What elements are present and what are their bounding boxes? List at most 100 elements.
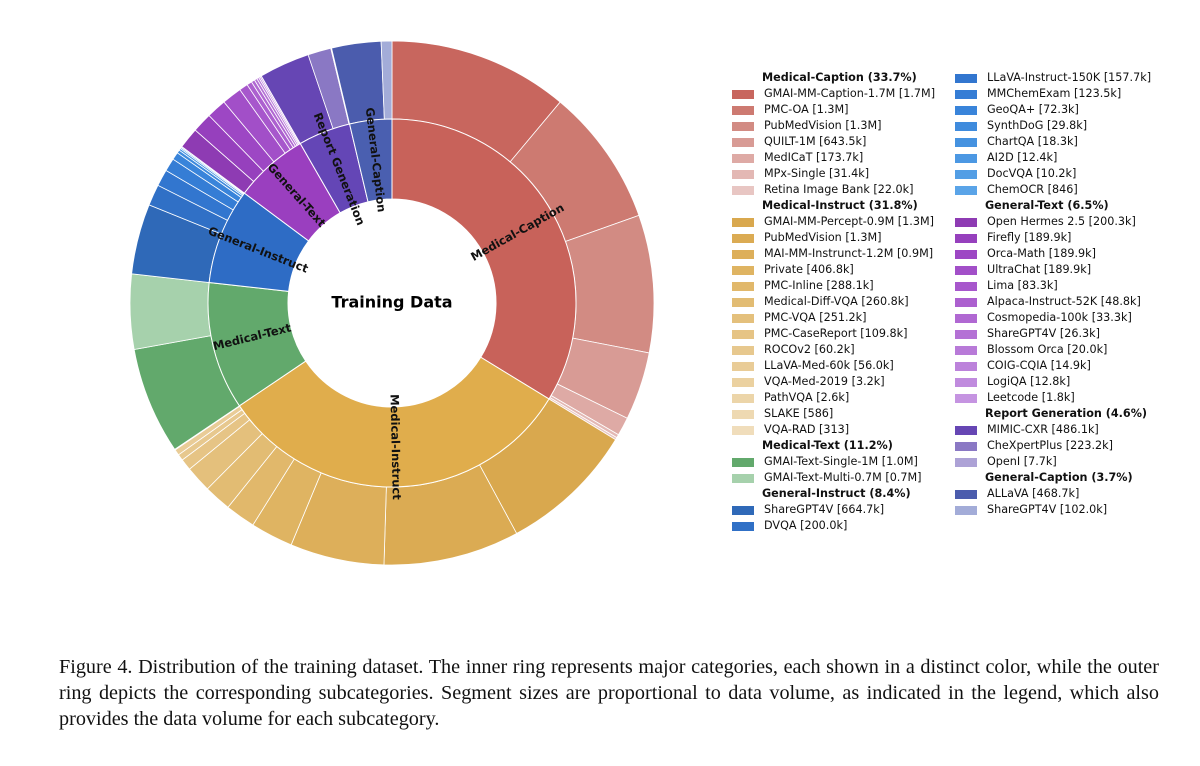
legend-swatch <box>955 73 977 83</box>
legend-item-medical-instruct: VQA-Med-2019 [3.2k] <box>732 374 935 390</box>
legend-item-label: ShareGPT4V [102.0k] <box>987 503 1108 516</box>
legend-item-label: ALLaVA [468.7k] <box>987 487 1080 500</box>
legend-item-general-instruct: MMChemExam [123.5k] <box>955 86 1151 102</box>
legend-item-medical-caption: MPx-Single [31.4k] <box>732 166 935 182</box>
legend-item-label: Open Hermes 2.5 [200.3k] <box>987 215 1136 228</box>
legend-swatch <box>732 281 754 291</box>
legend-item-report-generation: OpenI [7.7k] <box>955 454 1151 470</box>
legend-item-general-text: Orca-Math [189.9k] <box>955 246 1151 262</box>
legend-item-label: Cosmopedia-100k [33.3k] <box>987 311 1132 324</box>
legend-right-column: LLaVA-Instruct-150K [157.7k] MMChemExam [… <box>955 70 1151 518</box>
legend-item-general-instruct: GeoQA+ [72.3k] <box>955 102 1151 118</box>
legend-item-general-caption: ALLaVA [468.7k] <box>955 486 1151 502</box>
legend-item-label: PMC-CaseReport [109.8k] <box>764 327 908 340</box>
legend-item-medical-instruct: PMC-VQA [251.2k] <box>732 310 935 326</box>
legend-item-label: COIG-CQIA [14.9k] <box>987 359 1091 372</box>
legend-item-label: GMAI-Text-Single-1M [1.0M] <box>764 455 918 468</box>
legend-header-label: Medical-Instruct (31.8%) <box>762 199 918 212</box>
legend-swatch <box>955 121 977 131</box>
legend-header-label: General-Caption (3.7%) <box>985 471 1133 484</box>
legend-item-general-text: COIG-CQIA [14.9k] <box>955 358 1151 374</box>
legend-swatch <box>955 505 977 515</box>
legend-swatch <box>732 361 754 371</box>
legend-item-label: QUILT-1M [643.5k] <box>764 135 867 148</box>
category-label-medical-instruct: Medical-Instruct <box>388 394 404 500</box>
legend-header-label: General-Instruct (8.4%) <box>762 487 911 500</box>
legend-swatch <box>732 137 754 147</box>
legend-item-general-text: Firefly [189.9k] <box>955 230 1151 246</box>
legend-item-medical-instruct: Medical-Diff-VQA [260.8k] <box>732 294 935 310</box>
legend-item-label: CheXpertPlus [223.2k] <box>987 439 1113 452</box>
legend-item-label: PathVQA [2.6k] <box>764 391 850 404</box>
legend-item-label: ChartQA [18.3k] <box>987 135 1078 148</box>
legend-item-label: MAI-MM-Instrunct-1.2M [0.9M] <box>764 247 934 260</box>
legend-item-general-text: LogiQA [12.8k] <box>955 374 1151 390</box>
inner-segment-medical-instruct <box>238 356 550 488</box>
sunburst-chart: Medical-CaptionMedical-InstructMedical-T… <box>129 40 655 566</box>
legend-header-medical-instruct: Medical-Instruct (31.8%) <box>732 198 935 214</box>
legend-swatch <box>732 105 754 115</box>
legend-swatch <box>732 329 754 339</box>
legend-swatch <box>955 345 977 355</box>
inner-ring <box>207 118 577 488</box>
legend-item-label: Alpaca-Instruct-52K [48.8k] <box>987 295 1141 308</box>
legend-item-label: Firefly [189.9k] <box>987 231 1072 244</box>
legend-item-label: DVQA [200.0k] <box>764 519 848 532</box>
legend-item-medical-instruct: VQA-RAD [313] <box>732 422 935 438</box>
legend-item-label: Orca-Math [189.9k] <box>987 247 1096 260</box>
legend-item-medical-text: GMAI-Text-Single-1M [1.0M] <box>732 454 935 470</box>
legend-item-report-generation: MIMIC-CXR [486.1k] <box>955 422 1151 438</box>
legend-item-label: LLaVA-Med-60k [56.0k] <box>764 359 894 372</box>
legend-header-medical-caption: Medical-Caption (33.7%) <box>732 70 935 86</box>
inner-segment-medical-caption <box>391 118 577 400</box>
legend-item-medical-instruct: PubMedVision [1.3M] <box>732 230 935 246</box>
legend-swatch <box>955 185 977 195</box>
legend-swatch <box>732 521 754 531</box>
legend-item-label: Retina Image Bank [22.0k] <box>764 183 914 196</box>
legend-item-medical-instruct: MAI-MM-Instrunct-1.2M [0.9M] <box>732 246 935 262</box>
legend-swatch <box>732 185 754 195</box>
legend-item-label: MIMIC-CXR [486.1k] <box>987 423 1099 436</box>
legend-swatch <box>955 393 977 403</box>
legend-item-medical-instruct: PathVQA [2.6k] <box>732 390 935 406</box>
legend-item-label: ShareGPT4V [664.7k] <box>764 503 885 516</box>
legend-item-medical-caption: GMAI-MM-Caption-1.7M [1.7M] <box>732 86 935 102</box>
legend-swatch <box>732 345 754 355</box>
outer-segment-medical-text-2 <box>129 273 212 350</box>
legend-item-general-text: ShareGPT4V [26.3k] <box>955 326 1151 342</box>
legend-swatch <box>732 265 754 275</box>
legend-item-general-text: UltraChat [189.9k] <box>955 262 1151 278</box>
legend-item-label: ChemOCR [846] <box>987 183 1078 196</box>
legend-item-medical-instruct: PMC-CaseReport [109.8k] <box>732 326 935 342</box>
figure-caption: Figure 4. Distribution of the training d… <box>59 656 1159 730</box>
legend-left-column: Medical-Caption (33.7%)GMAI-MM-Caption-1… <box>732 70 935 534</box>
legend-header-label: Medical-Text (11.2%) <box>762 439 893 452</box>
legend-item-label: MMChemExam [123.5k] <box>987 87 1122 100</box>
legend-item-general-text: Alpaca-Instruct-52K [48.8k] <box>955 294 1151 310</box>
legend-item-general-instruct: ChartQA [18.3k] <box>955 134 1151 150</box>
legend-item-general-caption: ShareGPT4V [102.0k] <box>955 502 1151 518</box>
legend-swatch <box>955 489 977 499</box>
legend-item-general-text: Open Hermes 2.5 [200.3k] <box>955 214 1151 230</box>
legend-swatch <box>955 233 977 243</box>
legend-swatch <box>732 217 754 227</box>
legend-swatch <box>955 313 977 323</box>
legend-item-label: LLaVA-Instruct-150K [157.7k] <box>987 71 1152 84</box>
legend-item-medical-instruct: Private [406.8k] <box>732 262 935 278</box>
legend-item-label: Medical-Diff-VQA [260.8k] <box>764 295 909 308</box>
legend-item-general-text: Lima [83.3k] <box>955 278 1151 294</box>
legend-item-label: MedICaT [173.7k] <box>764 151 864 164</box>
inner-segment-general-caption <box>348 118 393 203</box>
legend-item-label: ROCOv2 [60.2k] <box>764 343 855 356</box>
legend-item-label: GMAI-MM-Caption-1.7M [1.7M] <box>764 87 936 100</box>
legend-swatch <box>732 313 754 323</box>
legend-header-medical-text: Medical-Text (11.2%) <box>732 438 935 454</box>
legend-item-medical-caption: MedICaT [173.7k] <box>732 150 935 166</box>
legend-swatch <box>955 329 977 339</box>
legend-swatch <box>732 425 754 435</box>
legend-swatch <box>955 377 977 387</box>
center-title: Training Data <box>331 293 452 312</box>
legend-item-label: OpenI [7.7k] <box>987 455 1057 468</box>
legend-item-general-instruct: AI2D [12.4k] <box>955 150 1151 166</box>
legend-swatch <box>732 249 754 259</box>
